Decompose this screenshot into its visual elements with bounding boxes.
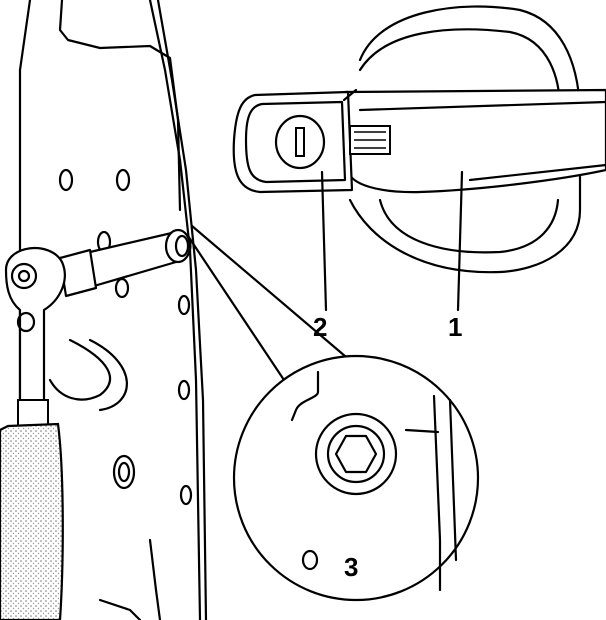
callout-1-label: 1 (448, 312, 462, 342)
ratchet-tool (0, 228, 192, 620)
lock-cylinder (232, 88, 391, 194)
door-holes (58, 168, 193, 506)
door-handle (343, 5, 606, 274)
detail-magnifier (186, 224, 480, 602)
callout-2-label: 2 (313, 312, 327, 342)
callout-3-label: 3 (344, 552, 358, 582)
ratchet-grip (0, 422, 64, 620)
